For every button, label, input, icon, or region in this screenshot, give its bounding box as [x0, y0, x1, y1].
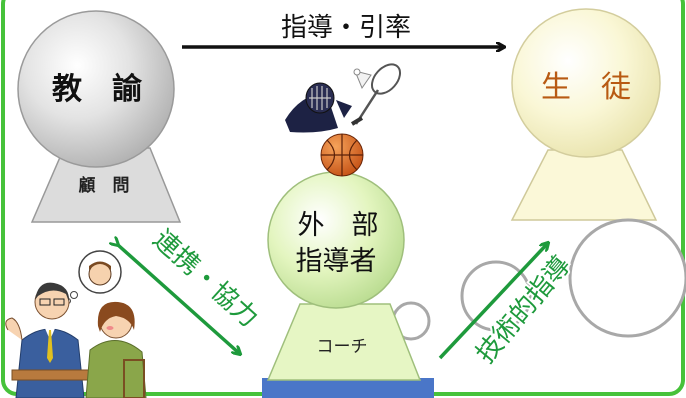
coach-role-label: コーチ [317, 337, 368, 357]
left-arrow-line [118, 245, 240, 354]
coach-label-line1: 外 部 [298, 210, 379, 241]
teacher-label: 教 諭 [52, 72, 143, 107]
basketball-icon [320, 133, 364, 177]
student-figure: 生 徒 [510, 8, 661, 221]
teacher-head [17, 10, 175, 168]
coach-label-line2: 指導者 [296, 246, 377, 277]
teacher-parent-meeting-illustration [5, 250, 147, 398]
coach-figure: 外 部 指導者 コーチ [262, 171, 434, 398]
student-head [511, 8, 661, 158]
teacher-figure: 教 諭 顧 問 [17, 10, 182, 223]
coach-pedestal [262, 378, 434, 398]
right-arrow-line [438, 243, 548, 360]
badminton-racket-icon [350, 63, 402, 126]
bubble-large [568, 218, 686, 338]
student-label: 生 徒 [541, 70, 631, 105]
teacher-role-label: 顧 問 [79, 175, 130, 196]
kendo-mask-icon [285, 82, 352, 133]
top-arrow-label: 指導・引率 [281, 13, 411, 43]
top-arrow: 指導・引率 [182, 13, 504, 47]
